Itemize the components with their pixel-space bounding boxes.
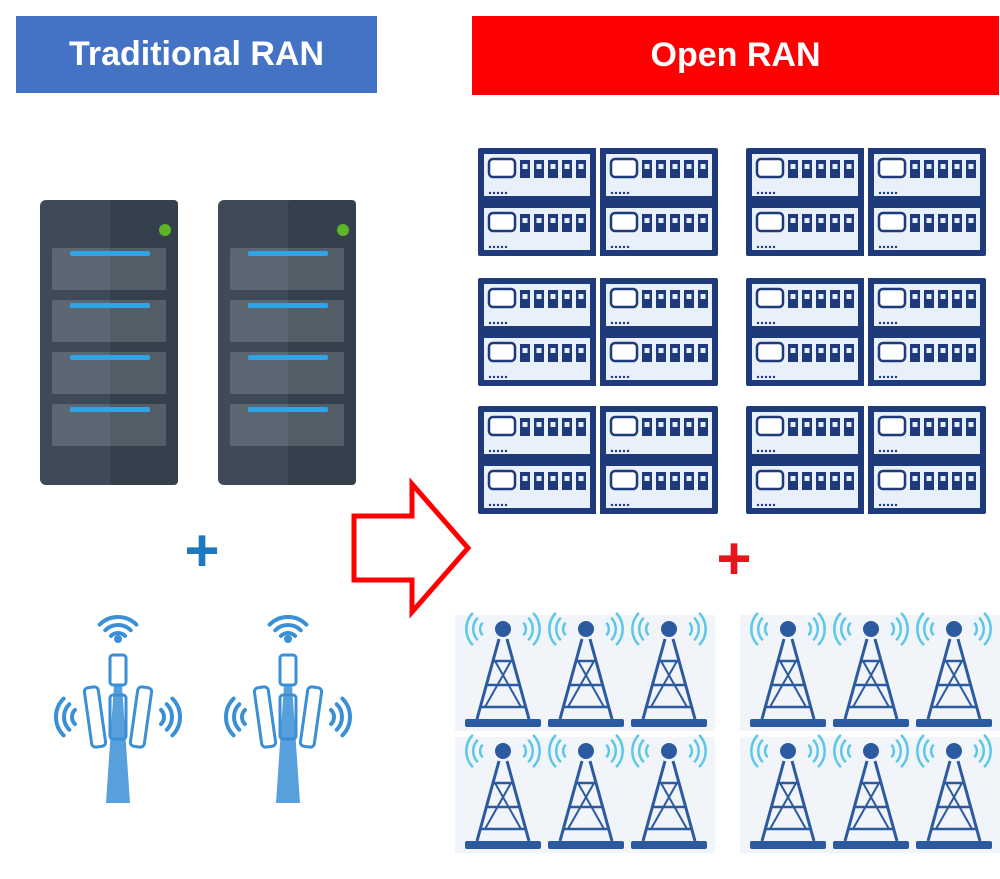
network-switch-icon — [480, 462, 594, 512]
network-switch-icon — [480, 408, 594, 458]
radio-tower-icon — [750, 734, 826, 849]
radio-tower-icon — [833, 612, 909, 727]
network-switch-icon — [602, 280, 716, 330]
radio-tower-icon — [833, 734, 909, 849]
right-arrow-icon — [351, 477, 472, 619]
network-switch-icon — [870, 408, 984, 458]
network-switch-icon — [602, 334, 716, 384]
network-switch-icon — [748, 334, 862, 384]
network-switch-icon — [602, 408, 716, 458]
network-switch-icon — [480, 150, 594, 200]
radio-tower-icon — [548, 612, 624, 727]
radio-tower-icon — [465, 734, 541, 849]
plus-sign-open-ran: + — [716, 525, 752, 592]
network-switch-icon — [748, 280, 862, 330]
radio-tower-icon — [631, 734, 707, 849]
network-switch-icon — [480, 280, 594, 330]
network-switch-icon — [748, 408, 862, 458]
switch-group — [478, 406, 718, 514]
network-switch-icon — [870, 150, 984, 200]
radio-tower-icon — [916, 734, 992, 849]
open-ran-switches — [478, 148, 986, 514]
traditional-ran-title: Traditional RAN — [16, 16, 377, 93]
switch-group — [746, 278, 986, 386]
network-switch-icon — [870, 204, 984, 254]
server-rack-icon — [218, 200, 356, 485]
traditional-antennas — [54, 615, 352, 803]
network-switch-icon — [602, 204, 716, 254]
server-rack-icon — [40, 200, 178, 485]
radio-tower-icon — [916, 612, 992, 727]
network-switch-icon — [870, 462, 984, 512]
network-switch-icon — [870, 334, 984, 384]
network-switch-icon — [748, 462, 862, 512]
network-switch-icon — [480, 204, 594, 254]
network-switch-icon — [602, 462, 716, 512]
network-switch-icon — [748, 150, 862, 200]
switch-group — [746, 148, 986, 256]
switch-group — [746, 406, 986, 514]
tower-group — [740, 612, 1000, 731]
switch-group — [478, 148, 718, 256]
radio-tower-icon — [750, 612, 826, 727]
open-ran-title: Open RAN — [472, 16, 999, 95]
plus-sign-traditional: + — [184, 517, 220, 584]
cell-tower-icon — [224, 615, 352, 803]
radio-tower-icon — [548, 734, 624, 849]
cell-tower-icon — [54, 615, 182, 803]
tower-group — [455, 734, 715, 853]
network-switch-icon — [602, 150, 716, 200]
open-ran-towers — [455, 612, 1000, 853]
network-switch-icon — [480, 334, 594, 384]
traditional-servers — [40, 200, 356, 485]
network-switch-icon — [870, 280, 984, 330]
tower-group — [740, 734, 1000, 853]
switch-group — [478, 278, 718, 386]
tower-group — [455, 612, 715, 731]
network-switch-icon — [748, 204, 862, 254]
